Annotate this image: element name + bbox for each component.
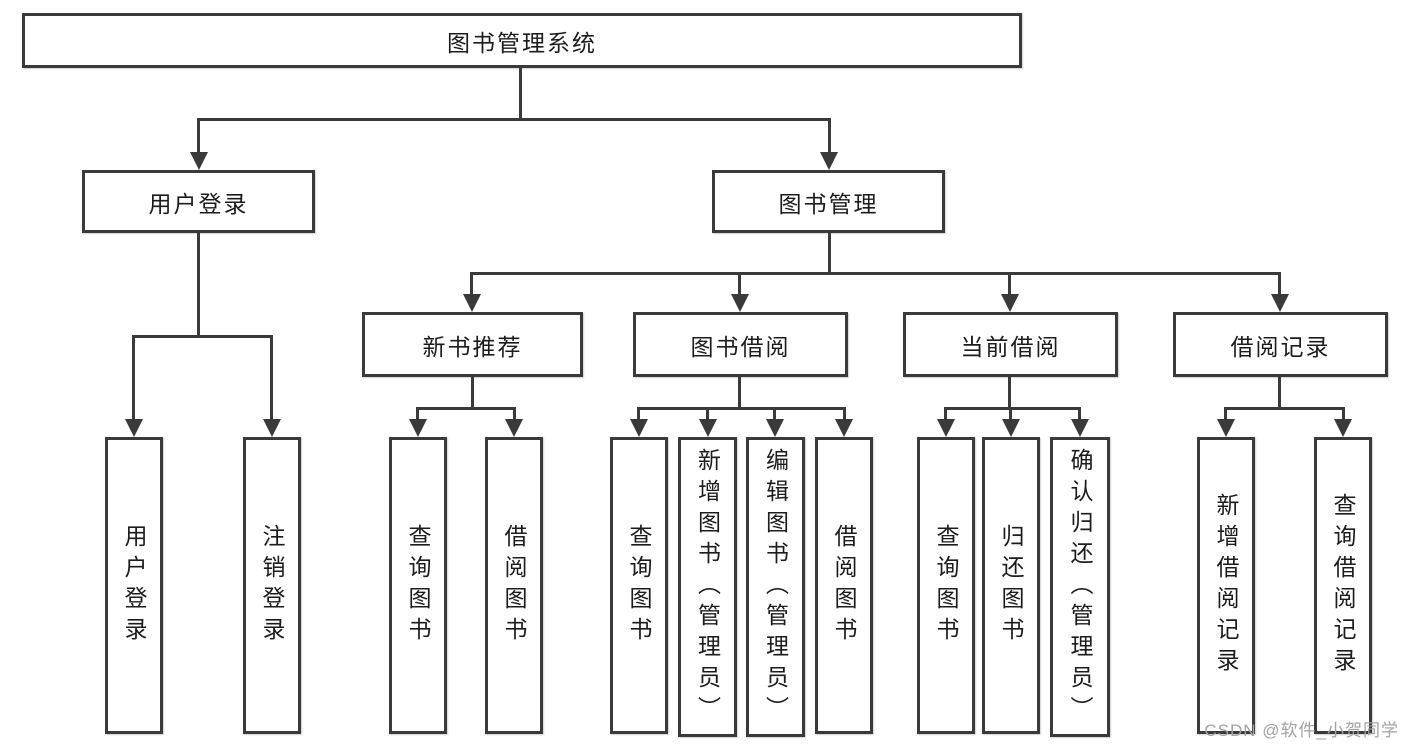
edge-drop-cb-return [1009, 407, 1012, 421]
edge-current-borrow-split [944, 407, 1081, 410]
edge-book-management-trunk [828, 233, 831, 272]
edge-drop-new-book-recommend [470, 272, 473, 296]
arrowhead-book-management [820, 152, 838, 170]
edge-drop-bb-borrow [843, 407, 846, 421]
node-borrow-records: 借阅记录 [1173, 312, 1388, 377]
leaf-borrow-borrow-books: 借阅图书 [815, 437, 873, 734]
arrowhead-borrow-records [1271, 294, 1289, 312]
arrowhead-br-query [1334, 419, 1352, 437]
leaf-borrow-edit-books-admin: 编辑图书（管理员） [746, 437, 805, 737]
edge-drop-bb-query [637, 407, 640, 421]
arrowhead-book-borrow [731, 294, 749, 312]
edge-drop-rec-query [416, 407, 419, 421]
edge-drop-leaf-logout [270, 335, 273, 421]
leaf-records-add-record: 新增借阅记录 [1197, 437, 1255, 734]
edge-drop-user-login [197, 118, 200, 158]
leaf-current-query-books: 查询图书 [917, 437, 975, 734]
csdn-watermark: CSDN @软件_小贺同学 [1204, 721, 1399, 740]
arrowhead-cb-confirm [1071, 419, 1089, 437]
arrowhead-bb-add [699, 419, 717, 437]
edge-root-trunk [519, 68, 522, 118]
edge-drop-borrow-records [1278, 272, 1281, 296]
arrowhead-br-add [1217, 419, 1235, 437]
arrowhead-current-borrow [1001, 294, 1019, 312]
edge-book-borrow-trunk [738, 377, 741, 407]
edge-book-borrow-split [637, 407, 846, 410]
arrowhead-leaf-logout [263, 419, 281, 437]
edge-drop-bb-add [706, 407, 709, 421]
node-book-management: 图书管理 [712, 170, 945, 233]
arrowhead-bb-edit [766, 419, 784, 437]
leaf-current-confirm-return-admin: 确认归还（管理员） [1050, 437, 1110, 737]
edge-recommend-trunk [471, 377, 474, 407]
edge-level2-split [197, 118, 831, 121]
edge-user-login-trunk [197, 233, 200, 335]
edge-current-borrow-trunk [1008, 377, 1011, 407]
arrowhead-rec-borrow [505, 419, 523, 437]
arrowhead-bb-borrow [835, 419, 853, 437]
leaf-borrow-query-books: 查询图书 [610, 437, 668, 734]
leaf-borrow-add-books-admin: 新增图书（管理员） [678, 437, 737, 737]
edge-borrow-records-split [1224, 407, 1344, 410]
edge-level3-split [470, 272, 1281, 275]
arrowhead-cb-return [1002, 419, 1020, 437]
node-library-management-system: 图书管理系统 [22, 13, 1022, 68]
edge-drop-bb-edit [773, 407, 776, 421]
edge-drop-cb-confirm [1078, 407, 1081, 421]
edge-drop-cb-query [944, 407, 947, 421]
arrowhead-user-login [190, 152, 208, 170]
arrowhead-cb-query [937, 419, 955, 437]
edge-borrow-records-trunk [1278, 377, 1281, 407]
edge-recommend-split [416, 407, 516, 410]
arrowhead-bb-query [630, 419, 648, 437]
edge-drop-leaf-user-login [132, 335, 135, 421]
leaf-recommend-query-books: 查询图书 [389, 437, 447, 734]
arrowhead-rec-query [409, 419, 427, 437]
edge-drop-book-borrow [738, 272, 741, 296]
leaf-user-login: 用户登录 [105, 437, 163, 734]
leaf-records-query-record: 查询借阅记录 [1314, 437, 1372, 734]
leaf-recommend-borrow-books: 借阅图书 [485, 437, 543, 734]
node-new-book-recommend: 新书推荐 [362, 312, 583, 377]
edge-drop-current-borrow [1008, 272, 1011, 296]
edge-user-login-split [133, 335, 273, 338]
edge-drop-rec-borrow [513, 407, 516, 421]
arrowhead-leaf-user-login [125, 419, 143, 437]
edge-drop-book-management [828, 118, 831, 158]
node-current-borrow: 当前借阅 [903, 312, 1118, 377]
edge-drop-br-query [1342, 407, 1345, 421]
arrowhead-new-book-recommend [463, 294, 481, 312]
edge-drop-br-add [1224, 407, 1227, 421]
leaf-logout: 注销登录 [243, 437, 301, 734]
node-user-login: 用户登录 [82, 170, 315, 233]
leaf-current-return-books: 归还图书 [982, 437, 1040, 734]
node-book-borrow: 图书借阅 [633, 312, 848, 377]
